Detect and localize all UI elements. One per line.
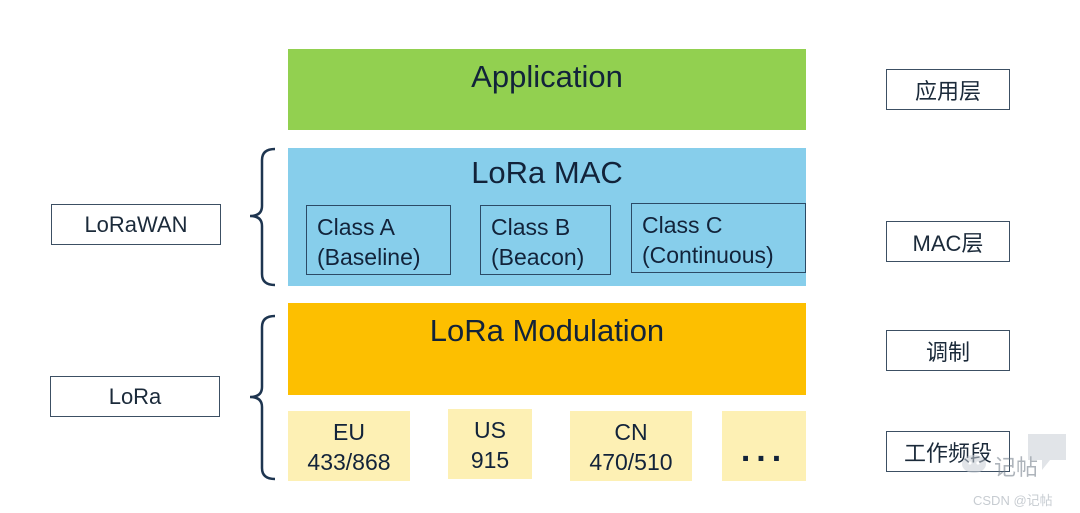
lora-modulation-layer: LoRa Modulation [288,303,806,395]
class-b-desc: (Beacon) [491,244,585,270]
lorawan-brace [249,147,276,287]
class-b-box: Class B (Beacon) [480,205,611,275]
wechat-icon [962,434,1066,473]
band-eu-region: EU [333,419,365,445]
lora-brace [249,314,276,481]
lora-label-box: LoRa [50,376,220,417]
band-us-freq: 915 [470,447,510,473]
band-eu-freq: 433/868 [307,449,391,475]
class-a-box: Class A (Baseline) [306,205,451,275]
mac-layer-cn-box: MAC层 [886,221,1010,262]
band-us-region: US [474,417,506,443]
watermark-credit: CSDN @记帖 [973,493,1053,508]
app-layer-cn-label: 应用层 [914,78,981,104]
modulation-cn-label: 调制 [925,339,970,365]
class-c-box: Class C (Continuous) [631,203,806,273]
band-more: ... [722,411,806,481]
band-more-ellipsis: ... [740,431,788,469]
application-layer: Application [288,49,806,130]
mac-layer-cn-label: MAC层 [912,230,984,256]
lora-mac-layer [288,148,806,286]
lora-mac-layer-label: LoRa MAC [471,155,623,190]
class-c-desc: (Continuous) [642,242,774,268]
app-layer-cn-box: 应用层 [886,69,1010,110]
band-cn: CN 470/510 [570,411,692,481]
class-a-name: Class A [317,214,395,240]
modulation-cn-box: 调制 [886,330,1010,371]
lorawan-label-box: LoRaWAN [51,204,221,245]
band-us: US 915 [448,409,532,479]
lora-label: LoRa [108,383,162,409]
band-cn-freq: 470/510 [589,449,673,475]
band-eu: EU 433/868 [288,411,410,481]
band-cn-region: CN [614,419,648,445]
lorawan-label: LoRaWAN [84,211,188,237]
application-layer-label: Application [471,59,623,94]
class-a-desc: (Baseline) [317,244,421,270]
class-c-name: Class C [642,212,723,238]
watermark: 记帖 CSDN @记帖 [950,430,1070,510]
lora-modulation-layer-label: LoRa Modulation [429,313,665,348]
class-b-name: Class B [491,214,571,240]
watermark-logo-text: 记帖 [994,455,1039,480]
